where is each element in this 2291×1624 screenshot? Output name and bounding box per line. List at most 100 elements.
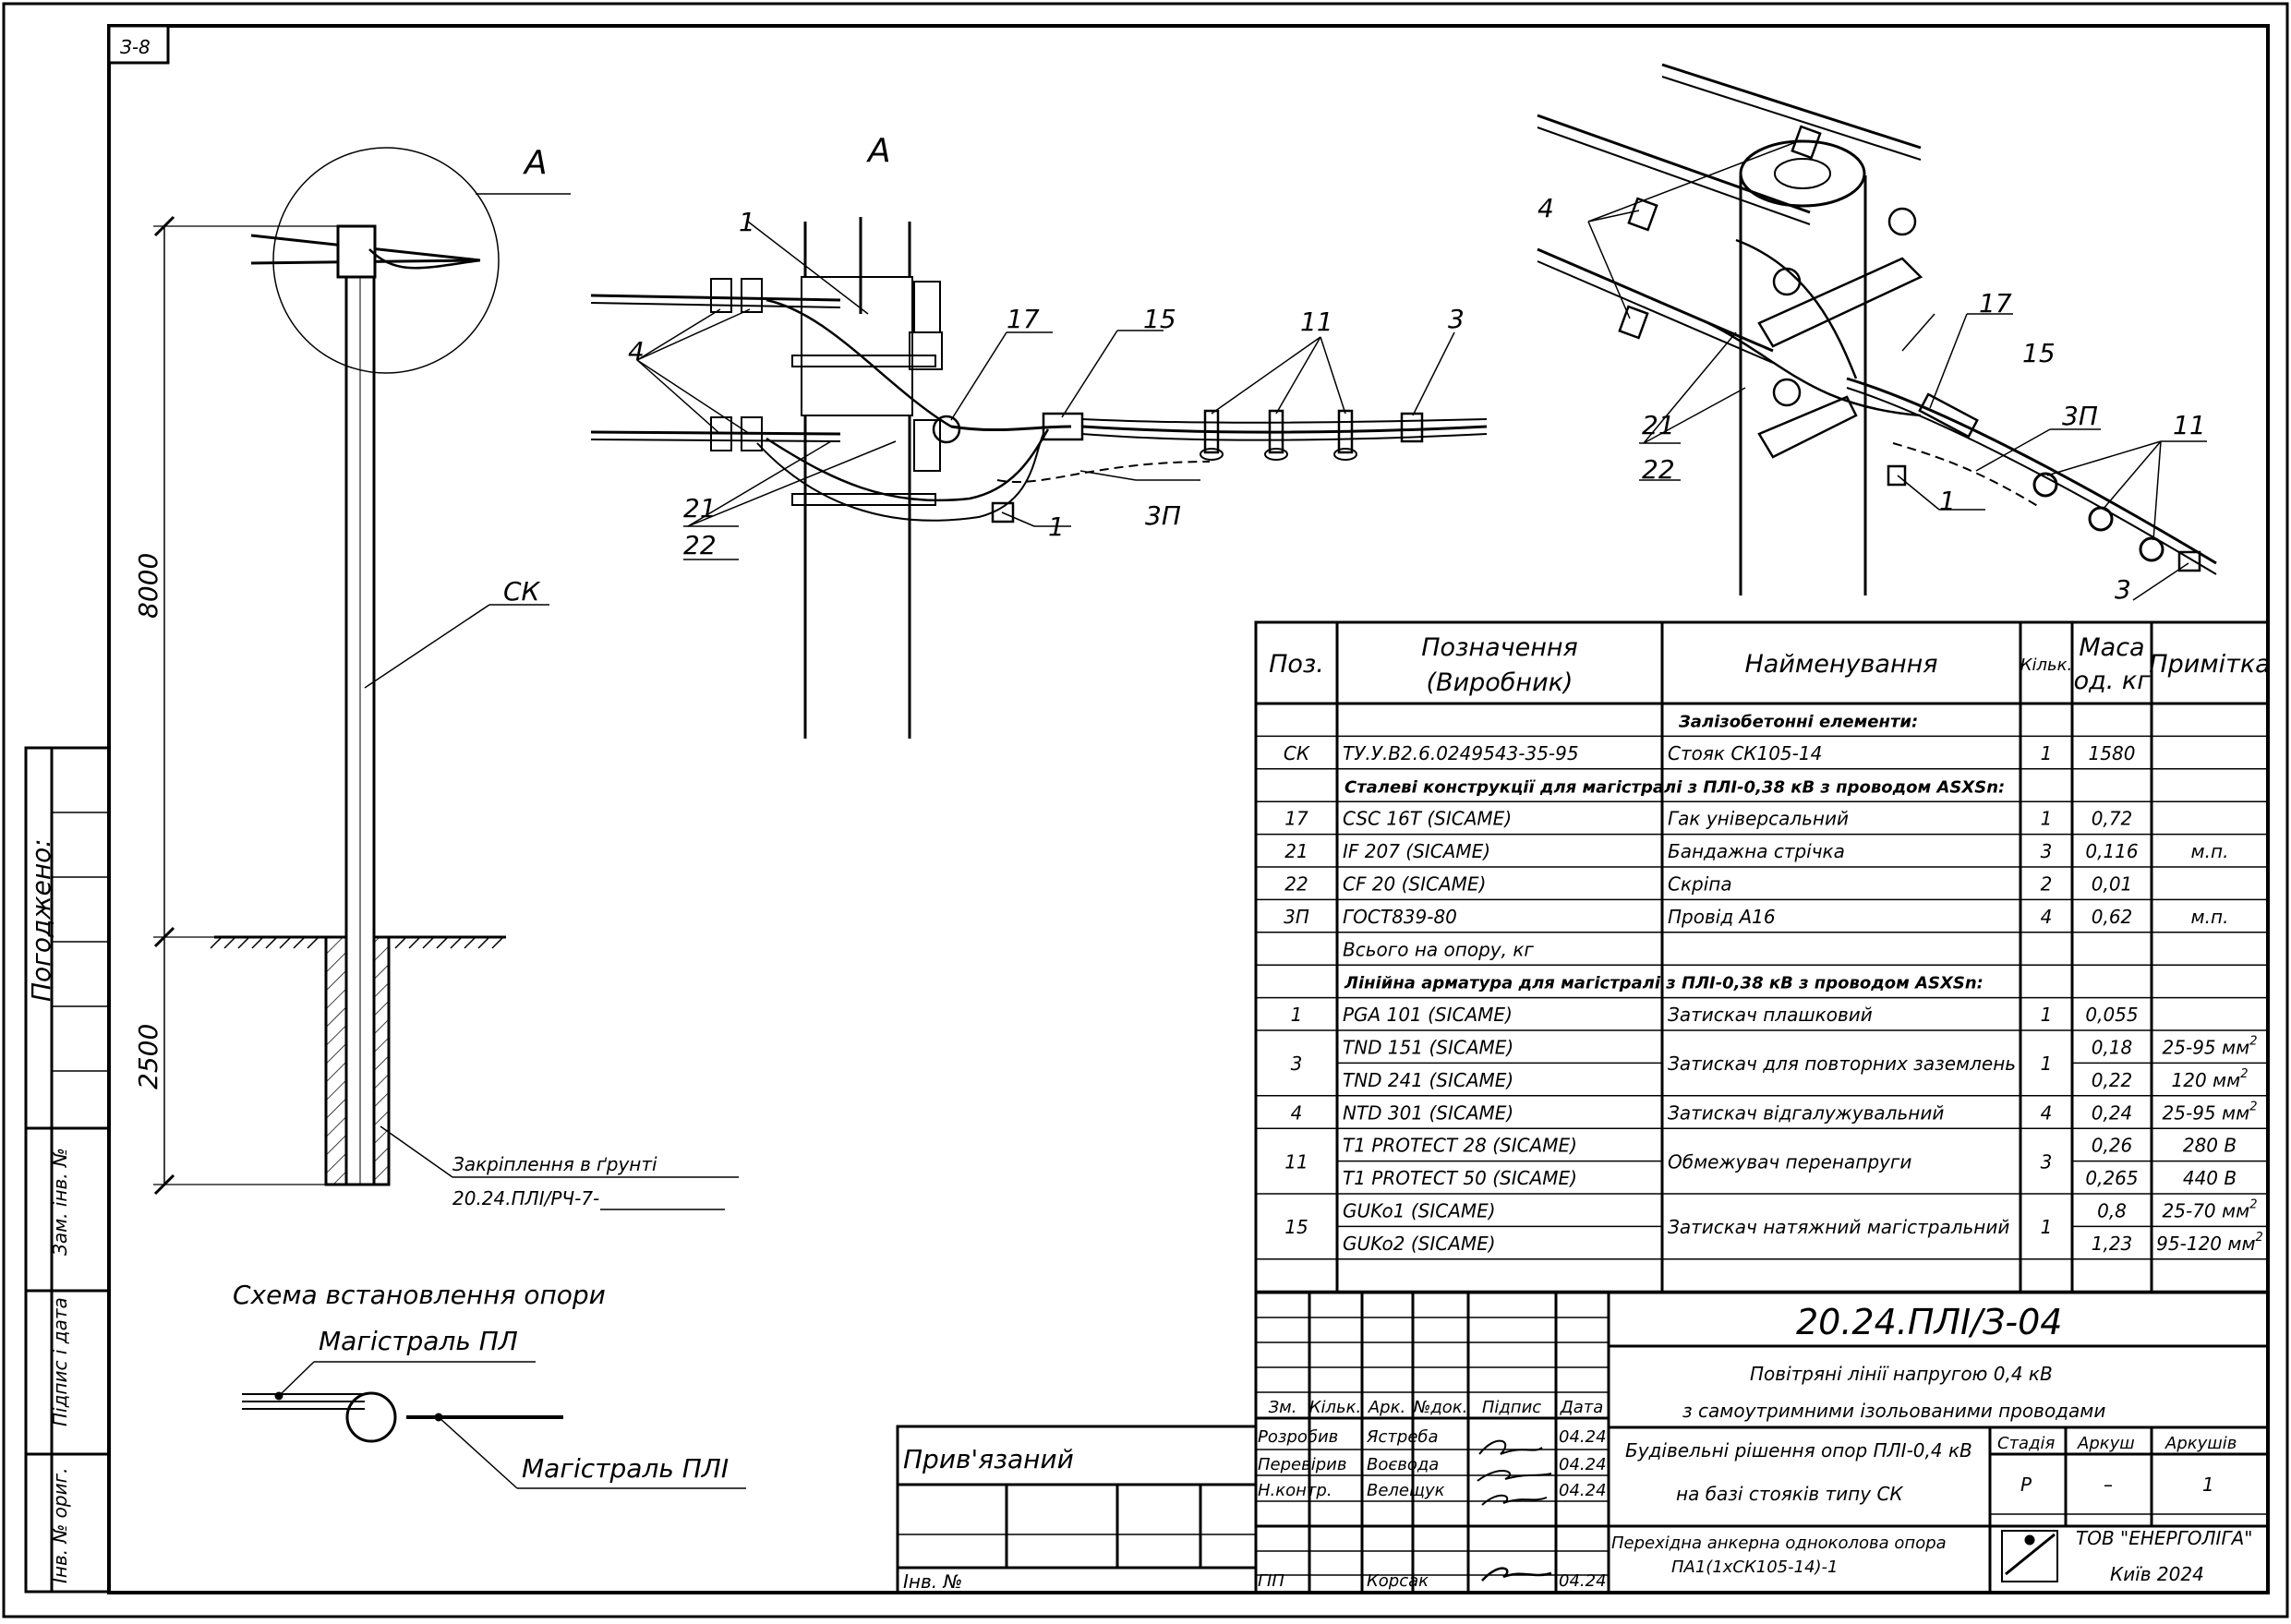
hdr-mass-unit: од. кг (2074, 667, 2152, 695)
hdr-manufacturer: (Виробник) (1427, 668, 1574, 697)
spec-mass: 0,055 (2085, 1004, 2138, 1026)
spec-mass: 0,18 (2092, 1036, 2133, 1058)
section-view-a (590, 217, 1488, 739)
spec-mass: 0,72 (2092, 808, 2133, 830)
sheets-label: Аркушів (2164, 1434, 2237, 1453)
spec-pos: 3П (1284, 906, 1309, 928)
dim-8000: 8000 (133, 553, 163, 619)
sheet-label: Аркуш (2077, 1434, 2135, 1453)
spec-mass: 0,116 (2085, 840, 2138, 862)
spec-designation: TND 241 (SICAME) (1343, 1069, 1513, 1091)
hdr-mass: Маса (2079, 633, 2144, 662)
signer-date: 04.24 (1559, 1571, 1607, 1591)
section-heading: Сталеві конструкції для магістралі з ПЛІ… (1344, 777, 2005, 797)
title-block-text: 20.24.ПЛІ/З-04 Повітряні лінії напругою … (903, 1302, 2252, 1593)
spec-designation: IF 207 (SICAME) (1343, 840, 1490, 862)
scheme-line-top: Магістраль ПЛ (319, 1326, 518, 1356)
spec-pos: 11 (1284, 1150, 1308, 1173)
spec-mass: 1580 (2089, 742, 2136, 764)
inv-label: Інв. № (903, 1570, 962, 1593)
spec-designation: CF 20 (SICAME) (1343, 872, 1486, 895)
pole-elevation (153, 147, 739, 1210)
spec-qty: 3 (2041, 840, 2053, 862)
spec-mass: 0,8 (2097, 1199, 2127, 1221)
spec-name: Затискач плашковий (1668, 1004, 1873, 1026)
spec-designation: PGA 101 (SICAME) (1343, 1004, 1513, 1026)
side-agreed: Погоджено: (26, 838, 56, 1002)
side-stamp (24, 746, 111, 1594)
spec-name: Обмежувач перенапруги (1668, 1150, 1911, 1173)
spec-note: м.п. (2191, 840, 2229, 862)
spec-name: Гак універсальний (1668, 808, 1849, 830)
spec-qty: 1 (2041, 1004, 2053, 1026)
spec-qty: 1 (2041, 1053, 2053, 1075)
sheet-value: – (2104, 1474, 2113, 1496)
spec-qty: 2 (2041, 872, 2053, 895)
spec-qty: 1 (2041, 808, 2053, 830)
sheet-title-2: ПА1(1хСК105-14)-1 (1671, 1558, 1839, 1577)
spec-mass: 0,265 (2085, 1167, 2138, 1189)
doc-code: 20.24.ПЛІ/З-04 (1796, 1302, 2062, 1342)
signer-date: 04.24 (1559, 1455, 1607, 1474)
label-a-left: А (523, 144, 548, 182)
callout-17: 17 (1007, 304, 1040, 334)
callout-21: 21 (683, 493, 717, 523)
signer-name: Ястреба (1366, 1427, 1439, 1447)
spec-designation: CSC 16T (SICAME) (1343, 808, 1512, 830)
callout-1-bottom: 1 (1048, 511, 1065, 542)
spec-pos: 22 (1284, 872, 1308, 895)
spec-designation: Всього на опору, кг (1343, 938, 1534, 960)
rev-col-1: Кільк. (1309, 1398, 1362, 1417)
iso-callout-3p: 3П (2062, 401, 2098, 431)
label-ck: СК (503, 576, 541, 607)
stage-label: Стадія (1997, 1434, 2056, 1453)
side-sign-date: Підпис і дата (49, 1297, 71, 1426)
spec-note: 25-95 мм2 (2163, 1034, 2258, 1058)
callout-3p: 3П (1145, 500, 1181, 531)
callout-22: 22 (683, 530, 717, 560)
spec-note: 280 В (2183, 1135, 2237, 1157)
spec-pos: 1 (1291, 1004, 1303, 1026)
spec-designation: NTD 301 (SICAME) (1343, 1101, 1513, 1124)
spec-qty: 1 (2041, 742, 2053, 764)
iso-callout-4: 4 (1537, 193, 1554, 223)
rev-col-5: Дата (1560, 1398, 1604, 1417)
title-block (896, 1291, 2268, 1594)
spec-pos: 21 (1284, 840, 1308, 862)
spec-designation: GUKo2 (SICAME) (1343, 1233, 1496, 1255)
label-a-section: А (866, 132, 891, 170)
spec-pos: 4 (1291, 1101, 1303, 1124)
callout-4: 4 (628, 336, 645, 367)
hdr-qty: Кільк. (2020, 656, 2073, 675)
spec-mass: 0,22 (2092, 1069, 2133, 1091)
spec-name: Скріпа (1668, 872, 1732, 895)
section-heading: Лінійна арматура для магістралі з ПЛІ-0,… (1344, 974, 1984, 993)
spec-name: Затискач натяжний магістральний (1668, 1216, 2009, 1238)
spec-note: 25-95 мм2 (2163, 1100, 2258, 1124)
signer-role: ГІП (1258, 1571, 1284, 1591)
callout-1-top: 1 (739, 207, 755, 237)
rev-col-2: Арк. (1368, 1398, 1405, 1417)
fixing-ref: 20.24.ПЛІ/РЧ-7- (452, 1187, 599, 1209)
rev-col-0: Зм. (1269, 1398, 1297, 1417)
signer-date: 04.24 (1559, 1481, 1607, 1500)
project-line-2: з самоутримними ізольованими проводами (1682, 1400, 2105, 1422)
linked-label: Прив'язаний (903, 1444, 1074, 1474)
signer-name: Велещук (1367, 1481, 1445, 1500)
iso-callout-21: 21 (1642, 410, 1675, 440)
callout-11: 11 (1300, 307, 1333, 337)
spec-note: 95-120 мм2 (2156, 1231, 2263, 1255)
signer-name: Воєвода (1367, 1455, 1439, 1474)
hdr-note: Примітка (2149, 650, 2270, 679)
side-inv-orig: Інв. № ориг. (49, 1468, 71, 1583)
spec-note: 120 мм2 (2172, 1067, 2249, 1091)
sheet-no-box (107, 24, 170, 65)
hdr-designation: Позначення (1421, 633, 1578, 662)
spec-mass: 0,62 (2092, 906, 2133, 928)
stage-value: Р (2020, 1474, 2032, 1496)
spec-name: Бандажна стрічка (1668, 840, 1845, 862)
